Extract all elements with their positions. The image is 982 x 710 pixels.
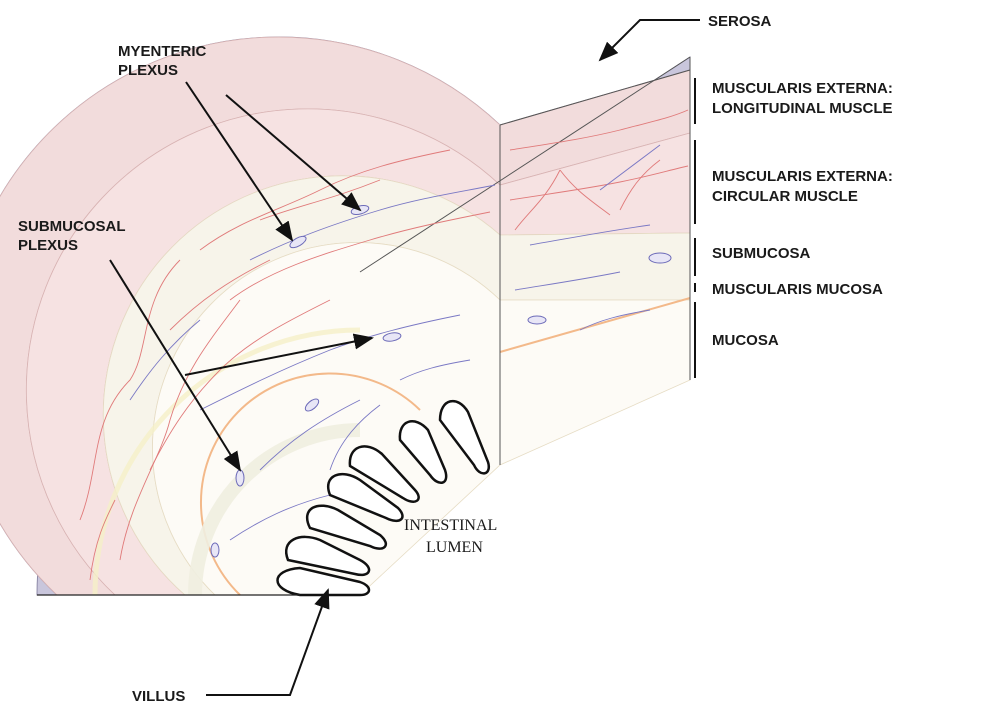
wall-layers <box>0 37 690 595</box>
label-submucosal-2: PLEXUS <box>18 237 78 254</box>
label-circ-muscle-2: CIRCULAR MUSCLE <box>712 188 858 205</box>
label-myenteric-1: MYENTERIC <box>118 43 207 60</box>
label-submucosal-1: SUBMUCOSAL <box>18 218 126 235</box>
label-mucosa: MUCOSA <box>712 332 779 349</box>
label-serosa: SEROSA <box>708 13 772 30</box>
label-muscularis-mucosa: MUSCULARIS MUCOSA <box>712 281 883 298</box>
serosa-leader <box>600 20 700 60</box>
label-circ-muscle-1: MUSCULARIS EXTERNA: <box>712 168 893 185</box>
label-long-muscle-1: MUSCULARIS EXTERNA: <box>712 80 893 97</box>
label-long-muscle-2: LONGITUDINAL MUSCLE <box>712 100 893 117</box>
label-myenteric-2: PLEXUS <box>118 62 178 79</box>
label-lumen-1: INTESTINAL <box>404 517 497 534</box>
villus-leader <box>206 590 328 695</box>
label-lumen-2: LUMEN <box>426 539 483 556</box>
label-submucosa: SUBMUCOSA <box>712 245 811 262</box>
label-villus: VILLUS <box>132 688 185 705</box>
